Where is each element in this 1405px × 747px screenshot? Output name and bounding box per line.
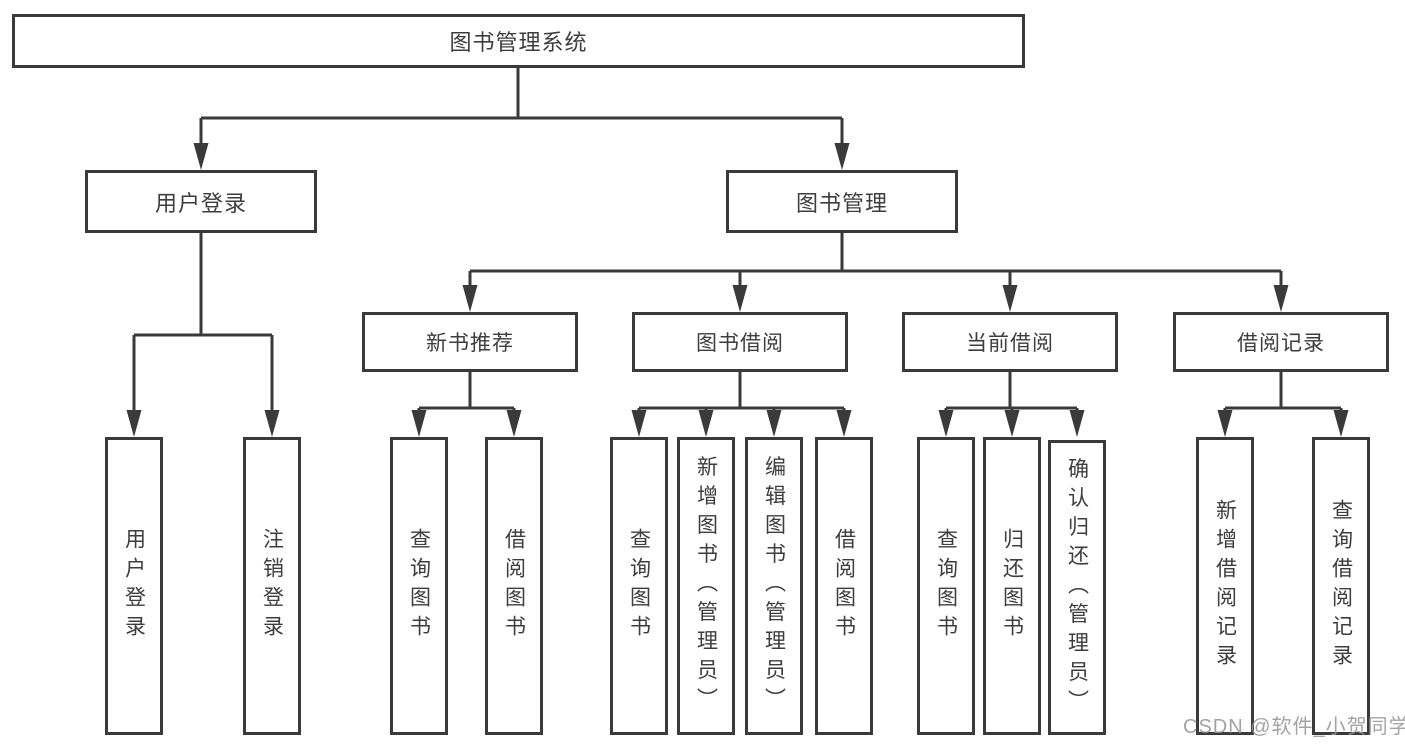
node-borrowing-records: 借阅记录 <box>1173 312 1389 372</box>
node-label: 用户登录 <box>154 190 247 216</box>
node-label: 借阅记录 <box>1237 332 1325 355</box>
leaf-borrow-books: 借阅图书 <box>815 437 873 735</box>
leaf-label: 查询图书 <box>407 528 431 644</box>
leaf-edit-book-admin: 编辑图书（管理员） <box>745 437 803 735</box>
leaf-label: 借阅图书 <box>832 528 856 644</box>
leaf-query-borrow-record: 查询借阅记录 <box>1312 437 1370 735</box>
leaf-label: 编辑图书（管理员） <box>762 455 786 717</box>
leaf-label: 查询借阅记录 <box>1329 499 1353 673</box>
leaf-label: 查询图书 <box>934 528 958 644</box>
node-current-borrowing: 当前借阅 <box>902 312 1118 372</box>
leaf-add-book-admin: 新增图书（管理员） <box>677 437 735 735</box>
leaf-label: 归还图书 <box>1000 528 1024 644</box>
leaf-query-books: 查询图书 <box>917 437 975 735</box>
node-label: 图书管理 <box>795 190 888 216</box>
node-label: 新书推荐 <box>426 332 514 355</box>
node-label: 图书借阅 <box>696 332 784 355</box>
leaf-borrow-books: 借阅图书 <box>485 437 543 735</box>
leaf-logout: 注销登录 <box>243 437 301 735</box>
leaf-label: 注销登录 <box>260 528 284 644</box>
leaf-add-borrow-record: 新增借阅记录 <box>1196 437 1254 735</box>
node-label: 图书管理系统 <box>449 30 588 55</box>
node-book-borrowing: 图书借阅 <box>632 312 848 372</box>
leaf-return-books: 归还图书 <box>983 437 1041 735</box>
node-new-book-recommendation: 新书推荐 <box>362 312 578 372</box>
leaf-label: 查询图书 <box>627 528 651 644</box>
csdn-watermark: CSDN @软件_小贺同学 <box>1183 716 1405 738</box>
arrowheads <box>126 143 1349 437</box>
node-library-management-system: 图书管理系统 <box>12 14 1025 68</box>
node-book-management: 图书管理 <box>726 170 958 233</box>
leaf-label: 新增借阅记录 <box>1213 499 1237 673</box>
leaf-label: 用户登录 <box>122 528 146 644</box>
leaf-confirm-return-admin: 确认归还（管理员） <box>1048 440 1106 735</box>
leaf-label: 新增图书（管理员） <box>694 455 718 717</box>
leaf-label: 确认归还（管理员） <box>1065 457 1089 718</box>
node-user-login: 用户登录 <box>85 170 317 233</box>
leaf-label: 借阅图书 <box>502 528 526 644</box>
node-label: 当前借阅 <box>966 332 1054 355</box>
leaf-user-login: 用户登录 <box>105 437 163 735</box>
leaf-query-books: 查询图书 <box>610 437 668 735</box>
leaf-query-books: 查询图书 <box>390 437 448 735</box>
